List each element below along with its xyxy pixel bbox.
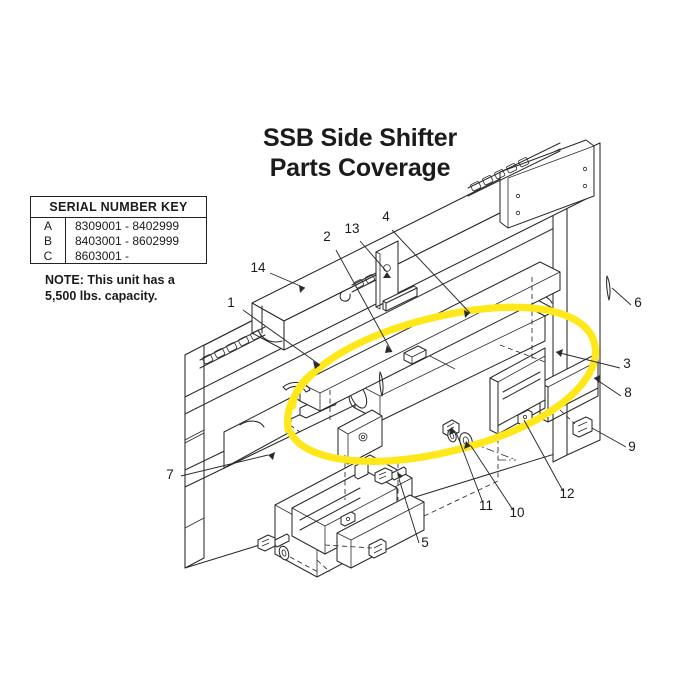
callout-6: 6 [634,295,642,310]
washer-lower-left [278,545,290,561]
callout-4: 4 [382,209,390,224]
serial-key-letter: B [31,233,66,248]
table-row: C 8603001 - [31,248,206,263]
serial-key-range: 8403001 - 8602999 [75,233,180,248]
slide-block-assembly [337,409,383,465]
right-wear-pad-clip [572,416,593,438]
serial-key-letter: A [31,217,66,233]
serial-number-key-table: SERIAL NUMBER KEY A 8309001 - 8402999 B … [30,196,207,264]
serial-key-letter: C [31,248,66,263]
callout-1: 1 [227,295,235,310]
callout-5: 5 [421,535,429,550]
callout-9: 9 [628,439,636,454]
table-row: A 8309001 - 8402999 [31,217,206,233]
lower-wear-pad-clip [368,538,387,559]
title-line-2: Parts Coverage [269,153,451,182]
callout-7: 7 [166,467,174,482]
serial-key-range: 8603001 - [75,248,130,263]
title-line-1: SSB Side Shifter [262,124,458,152]
lower-channel-bracket [274,454,413,578]
serial-key-range: 8309001 - 8402999 [75,218,180,233]
hex-bolt-lower-left [257,533,290,552]
serial-number-key-header: SERIAL NUMBER KEY [31,197,206,218]
retaining-clips [282,275,611,397]
callout-leader-lines [180,229,632,544]
page-title: SSB Side Shifter Parts Coverage [200,124,520,183]
callout-13: 13 [344,221,359,236]
callout-14: 14 [250,260,266,275]
upper-mount-plate [499,139,595,229]
cylinder-support-rail [294,261,561,412]
capacity-note: NOTE: This unit has a 5,500 lbs. capacit… [45,272,215,304]
callout-11: 11 [479,498,493,513]
note-line-2: 5,500 lbs. capacity. [45,289,158,303]
callout-8: 8 [624,385,632,400]
table-row: B 8403001 - 8602999 [31,233,206,248]
yellow-highlight-annotation [283,303,600,465]
callout-10: 10 [509,505,524,520]
note-line-1: NOTE: This unit has a [45,273,175,287]
lower-wear-pad [336,494,425,569]
center-right-bracket [489,347,546,435]
chain-link-strip-left [199,326,266,369]
callout-2: 2 [323,229,331,244]
callout-3: 3 [623,356,631,371]
callout-12: 12 [559,486,574,501]
chain-link-strip-top [467,142,561,197]
table-header-row: SERIAL NUMBER KEY [31,197,206,218]
